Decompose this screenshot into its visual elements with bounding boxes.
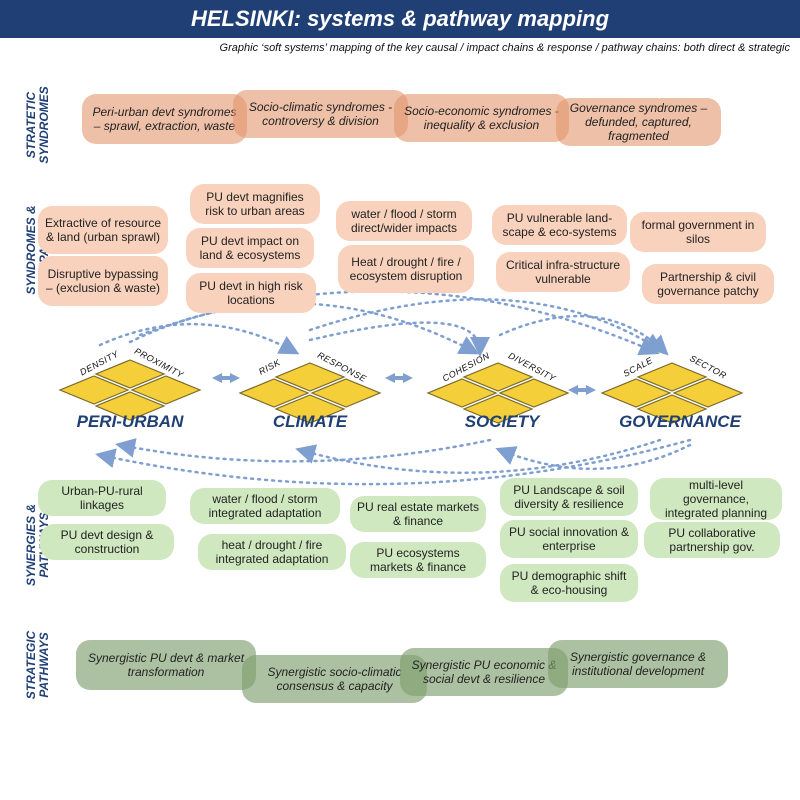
diamond-climate-3 [274, 394, 346, 424]
node-peri-urban: PERI-URBAN [76, 412, 184, 431]
pathway-governance: Synergistic governance & institutional d… [548, 640, 728, 688]
diamond-governance-2 [672, 378, 744, 408]
diamond-climate-2 [310, 378, 382, 408]
syndrome-peri-urban: Peri-urban devt syndromes – sprawl, extr… [82, 94, 247, 144]
diamond-peri-urban-3 [94, 391, 166, 421]
synergy-multi-level-gov: multi-level governance, integrated plann… [650, 478, 782, 520]
node-society: SOCIETY [464, 412, 540, 431]
syndrome-socio-climatic: Socio-climatic syndromes - controversy &… [233, 90, 408, 138]
diamond-peri-urban-2 [130, 375, 202, 405]
arc-top-6 [498, 314, 669, 356]
connector-arrow-1 [212, 373, 240, 383]
page-title: HELSINKI: systems & pathway mapping [0, 0, 800, 38]
pathway-pu-devt: Synergistic PU devt & market transformat… [76, 640, 256, 690]
impact-partnership: Partnership & civil governance patchy [642, 264, 774, 304]
connector-arrow-2 [385, 373, 413, 383]
arc-bottom-1 [95, 438, 692, 486]
pathway-economic: Synergistic PU economic & social devt & … [400, 648, 568, 696]
pathway-socio-climatic: Synergistic socio-climatic consensus & c… [242, 655, 427, 703]
synergy-water-adaptation: water / flood / storm integrated adaptat… [190, 488, 340, 524]
synergy-social-innovation: PU social innovation & enterprise [500, 520, 638, 558]
node-climate: CLIMATE [272, 412, 348, 431]
impact-critical-infra: Critical infra-structure vulnerable [496, 252, 630, 292]
synergy-collaborative-gov: PU collaborative partnership gov. [644, 522, 780, 558]
impact-pu-land: PU devt impact on land & ecosystems [186, 228, 314, 268]
diamond-peri-urban-1 [58, 375, 130, 405]
arc-top-5 [308, 298, 665, 353]
impact-heat-drought: Heat / drought / fire / ecosystem disrup… [338, 245, 474, 293]
page-subtitle: Graphic ‘soft systems’ mapping of the ke… [219, 42, 790, 54]
arc-top-1 [98, 322, 300, 355]
node-governance: GOVERNANCE [619, 412, 741, 431]
impact-pu-magnifies: PU devt magnifies risk to urban areas [190, 184, 320, 224]
synergy-landscape-soil: PU Landscape & soil diversity & resilien… [500, 478, 638, 516]
syndrome-governance: Governance syndromes – defunded, capture… [556, 98, 721, 146]
diamond-governance-3 [636, 394, 708, 424]
impact-formal-gov: formal government in silos [630, 212, 766, 252]
diamond-peri-urban-0 [94, 359, 166, 389]
impact-disruptive: Disruptive bypassing – (exclusion & wast… [38, 256, 168, 306]
synergy-ecosystems-markets: PU ecosystems markets & finance [350, 542, 486, 578]
diamond-society-3 [462, 394, 534, 424]
diamond-society-2 [498, 378, 570, 408]
impact-pu-vulnerable: PU vulnerable land-scape & eco-systems [492, 205, 627, 245]
arc-top-3 [308, 321, 490, 357]
synergy-heat-adaptation: heat / drought / fire integrated adaptat… [198, 534, 346, 570]
diamond-climate-0 [274, 362, 346, 392]
synergy-pu-design: PU devt design & construction [40, 524, 174, 560]
diamond-society-0 [462, 362, 534, 392]
synergy-demographic-shift: PU demographic shift & eco-housing [500, 564, 638, 602]
synergy-real-estate: PU real estate markets & finance [350, 496, 486, 532]
diamond-climate-1 [238, 378, 310, 408]
impact-water-flood: water / flood / storm direct/wider impac… [336, 201, 472, 241]
impact-extractive: Extractive of resource & land (urban spr… [38, 206, 168, 254]
diamond-governance-0 [636, 362, 708, 392]
impact-pu-high-risk: PU devt in high risk locations [186, 273, 316, 313]
synergy-urban-linkages: Urban-PU-rural linkages [38, 480, 166, 516]
arc-bottom-4 [495, 443, 692, 471]
diamond-governance-1 [600, 378, 672, 408]
arc-bottom-3 [115, 438, 492, 463]
syndrome-socio-economic: Socio-economic syndromes - inequality & … [394, 94, 569, 142]
connector-arrow-3 [568, 385, 596, 395]
diamond-society-1 [426, 378, 498, 408]
arc-bottom-2 [295, 438, 662, 474]
